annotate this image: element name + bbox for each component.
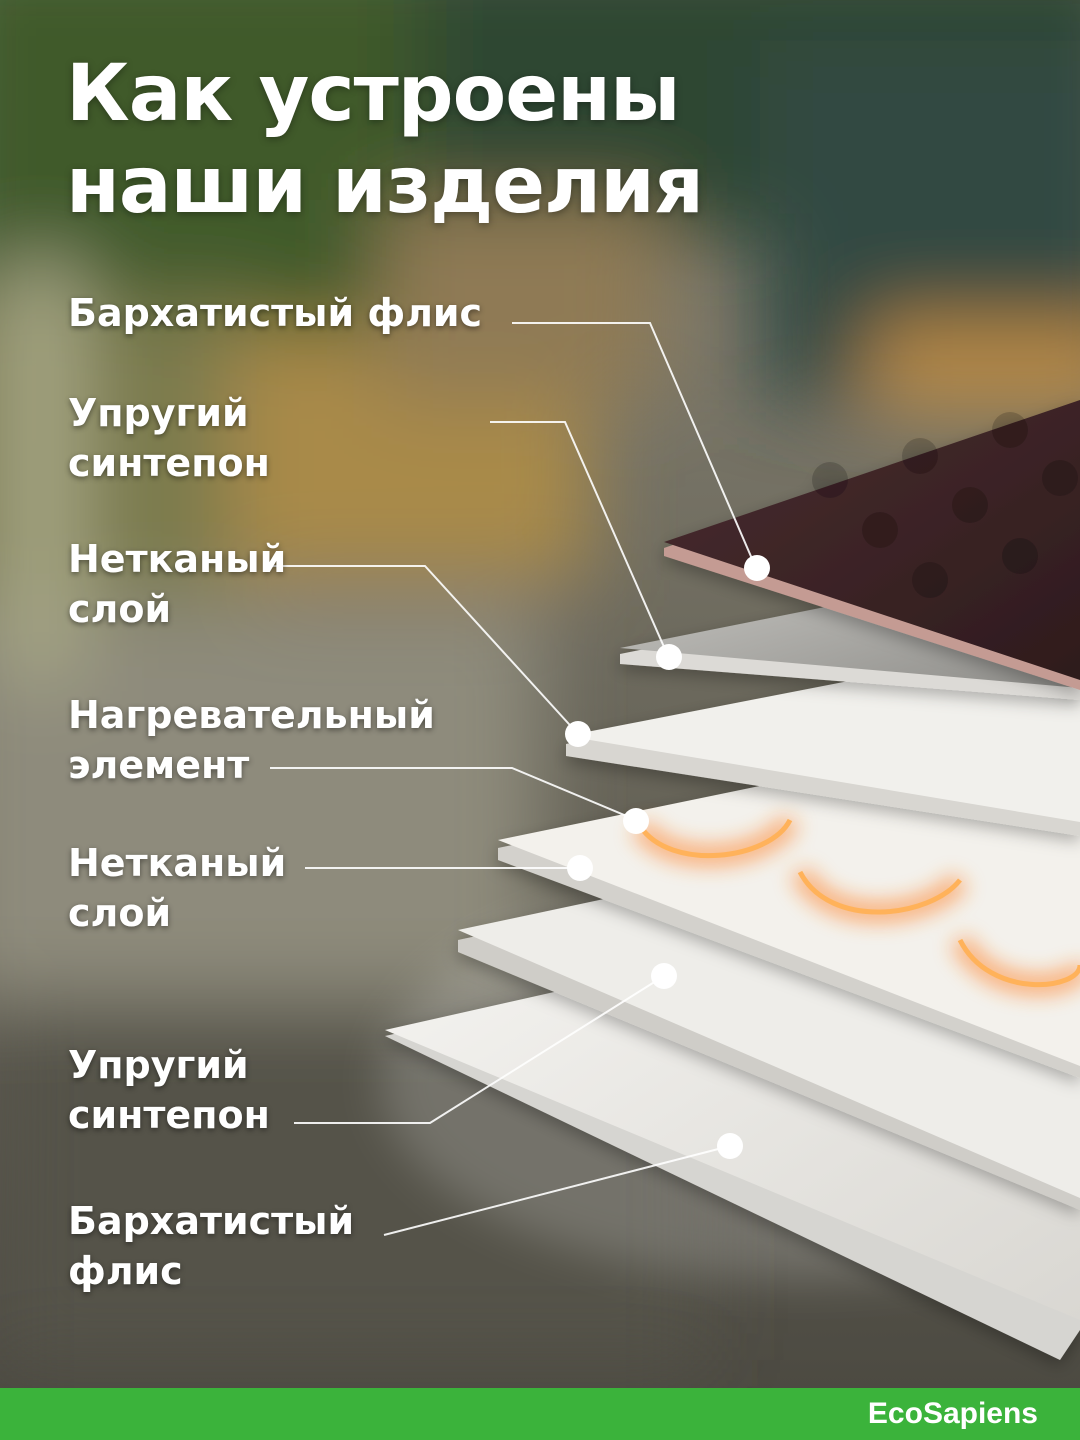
leader-line-3 (270, 565, 579, 735)
layer-label-3: Нетканый слой (68, 534, 286, 634)
layer-label-5-line2: слой (68, 891, 172, 935)
marker-dot (717, 1133, 743, 1159)
layer-label-3-line2: слой (68, 587, 172, 631)
layer-label-1-line1: Бархатистый флис (68, 291, 483, 335)
marker-dot (623, 808, 649, 834)
layer-label-2-line1: Упругий (68, 391, 249, 435)
marker-dot (656, 644, 682, 670)
layer-label-4-line2: элемент (68, 743, 250, 787)
title-line-1: Как устроены (66, 49, 681, 139)
layer-label-4: Нагревательный элемент (68, 690, 435, 790)
brand-name: EcoSapiens (867, 1397, 1038, 1430)
leader-line-6 (294, 975, 665, 1124)
layer-label-3-line1: Нетканый (68, 537, 287, 581)
layer-label-4-line1: Нагревательный (68, 693, 435, 737)
layer-label-6-line1: Упругий (68, 1043, 249, 1087)
layer-label-1: Бархатистый флис (68, 288, 482, 338)
layer-label-2: Упругий синтепон (68, 388, 270, 488)
layer-label-5-line1: Нетканый (68, 841, 287, 885)
layer-top-fleece (664, 400, 1080, 690)
leader-line-4 (270, 767, 637, 821)
marker-dot (567, 855, 593, 881)
layer-label-7-line1: Бархатистый (68, 1199, 355, 1243)
brand-bar: EcoSapiens (0, 1388, 1080, 1440)
marker-dot (744, 555, 770, 581)
layer-label-2-line2: синтепон (68, 441, 270, 485)
layer-label-7-line2: флис (68, 1249, 183, 1293)
leader-line-1 (512, 322, 757, 569)
marker-dot (651, 963, 677, 989)
heating-coil (630, 814, 1080, 996)
leader-line-2 (490, 421, 669, 657)
layer-label-6: Упругий синтепон (68, 1040, 270, 1140)
leader-lines (270, 322, 757, 1236)
layer-label-6-line2: синтепон (68, 1093, 270, 1137)
leader-line-7 (383, 1145, 731, 1236)
layer-label-7: Бархатистый флис (68, 1196, 354, 1296)
markers (565, 555, 770, 1159)
title-line-2: наши изделия (66, 141, 704, 231)
marker-dot (565, 721, 591, 747)
layer-label-5: Нетканый слой (68, 838, 286, 938)
page-title: Как устроены наши изделия (66, 48, 704, 232)
